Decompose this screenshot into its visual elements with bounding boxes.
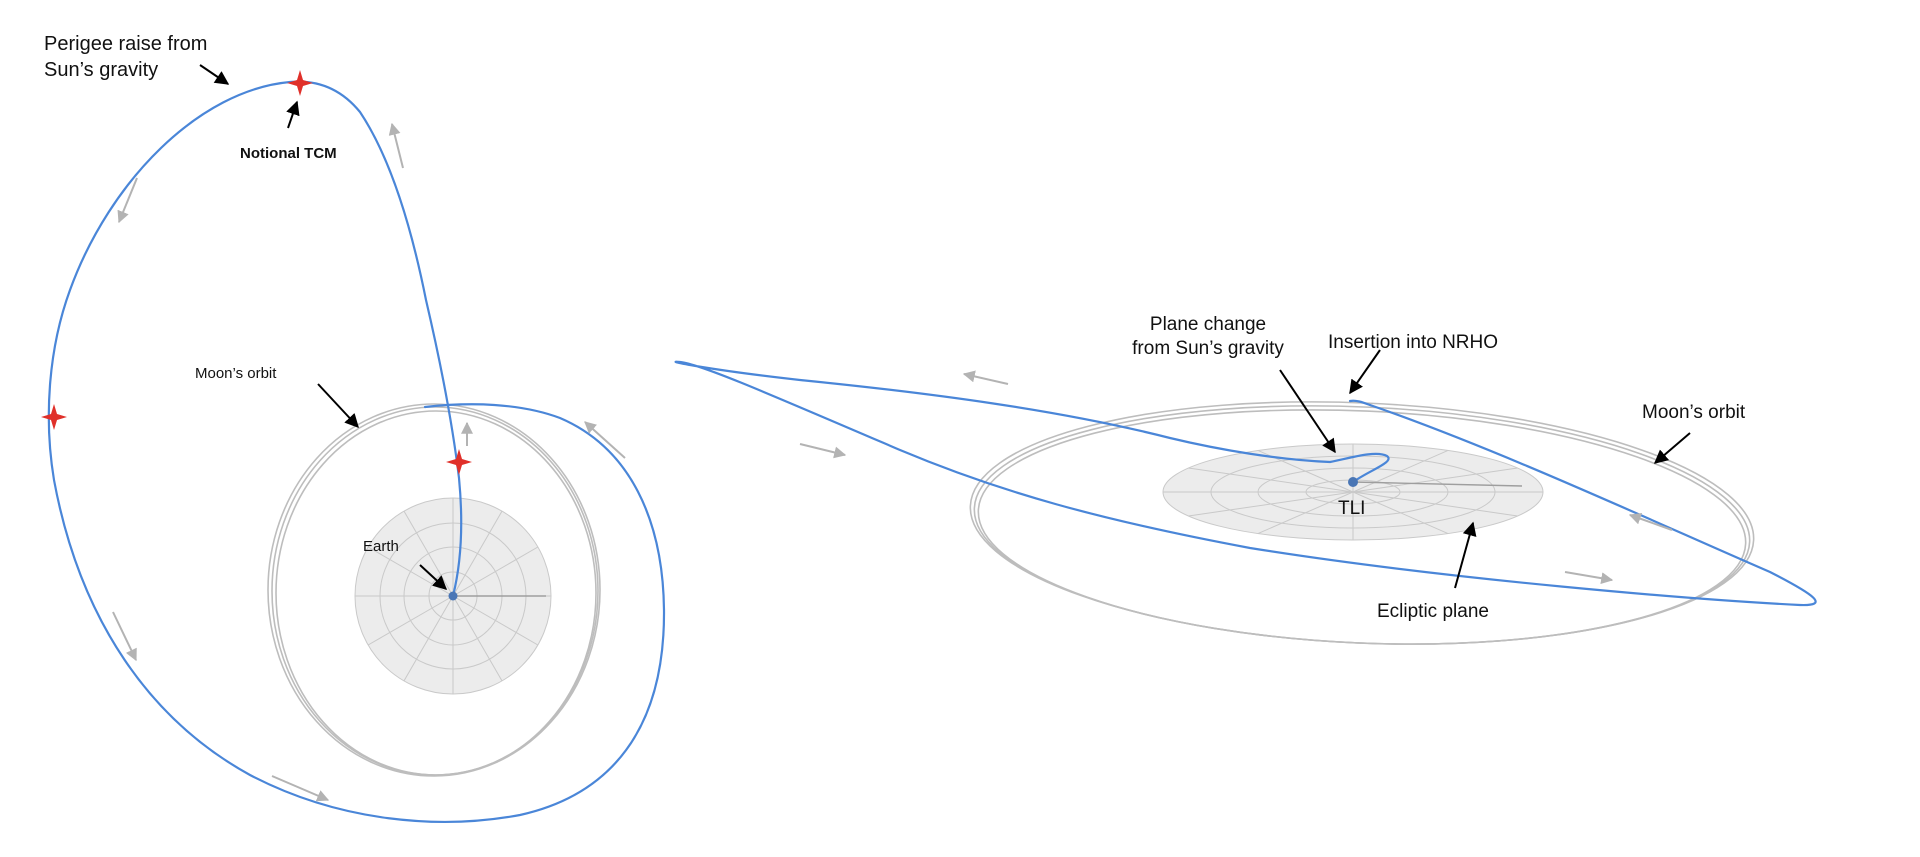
tli-label: TLI — [1338, 498, 1365, 519]
direction-arrow — [962, 370, 1009, 385]
right-trajectory — [674, 360, 1817, 607]
left-view: Perigee raise from Sun’s gravity Notiona… — [41, 33, 666, 823]
perigee-pointer — [199, 64, 230, 85]
grid-spoke — [452, 595, 539, 646]
grid-spoke — [1257, 491, 1354, 535]
direction-arrow — [388, 122, 404, 169]
left-trajectory — [47, 80, 666, 823]
tcm-pointer — [286, 100, 300, 129]
left-moons-orbit-label: Moon’s orbit — [195, 365, 277, 382]
maneuver-marker-left — [41, 404, 67, 430]
plane-change-label-line1: Plane change — [1150, 314, 1266, 335]
right-view: Plane change from Sun’s gravity Insertio… — [674, 314, 1817, 645]
left-earth-dot — [448, 591, 458, 601]
direction-arrow — [1628, 512, 1673, 531]
insertion-pointer — [1349, 349, 1381, 395]
grid-spoke — [1352, 449, 1449, 493]
ecliptic-pointer — [1454, 521, 1477, 589]
maneuver-marker-mid — [446, 449, 472, 475]
grid-spoke — [1188, 491, 1354, 517]
tcm-marker-top — [287, 70, 313, 96]
direction-arrow — [1564, 571, 1614, 585]
right-moon-orbit-pointer — [1653, 432, 1691, 464]
tli-dot — [1348, 477, 1358, 487]
grid-spoke — [452, 546, 539, 597]
grid-spoke — [1352, 491, 1449, 535]
grid-spoke — [1352, 467, 1518, 493]
grid-spoke — [1352, 491, 1518, 517]
ecliptic-plane-disk — [1162, 443, 1544, 541]
perigee-raise-label-line2: Sun’s gravity — [44, 59, 158, 81]
grid-spoke — [1188, 467, 1354, 493]
grid-spoke — [452, 510, 503, 597]
left-moon-orbit — [267, 403, 601, 777]
grid-spoke — [367, 595, 454, 646]
left-moon-orbit-pointer — [317, 383, 359, 429]
earth-label: Earth — [363, 538, 399, 555]
plane-change-label-line2: from Sun’s gravity — [1132, 338, 1284, 359]
direction-arrow — [112, 611, 137, 662]
notional-tcm-label: Notional TCM — [240, 145, 337, 162]
grid-spoke — [452, 595, 503, 682]
grid-spoke — [403, 595, 454, 682]
insertion-label: Insertion into NRHO — [1328, 332, 1498, 353]
perigee-raise-label-line1: Perigee raise from — [44, 33, 207, 55]
ecliptic-label: Ecliptic plane — [1377, 601, 1489, 622]
direction-arrow — [799, 443, 847, 459]
direction-arrow — [584, 421, 626, 459]
earth-pointer — [419, 564, 448, 590]
right-moons-orbit-label: Moon’s orbit — [1642, 402, 1746, 423]
nrho-insertion-hook — [1348, 399, 1372, 407]
direction-arrow — [271, 775, 330, 802]
plane-change-pointer — [1279, 369, 1336, 454]
direction-arrow — [117, 177, 138, 224]
